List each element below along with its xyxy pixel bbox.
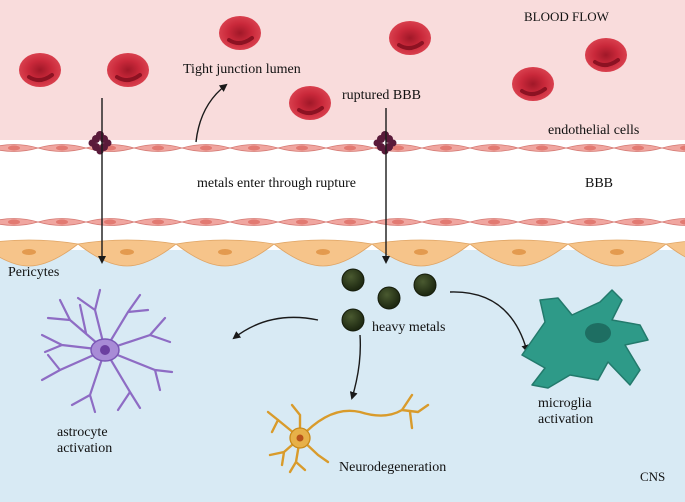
- pericyte-cell: [0, 239, 79, 267]
- endothelial-cell: [0, 218, 40, 226]
- endothelial-cell: [660, 218, 685, 226]
- red-blood-cell: [512, 67, 554, 101]
- heavy-metal-particles: [341, 268, 437, 332]
- pericyte-cell: [469, 239, 569, 267]
- endothelial-cell: [228, 218, 280, 226]
- red-blood-cell: [19, 53, 61, 87]
- endothelial-cell: [228, 144, 280, 152]
- endothelial-cell: [516, 218, 568, 226]
- arrow-to-astrocyte: [232, 316, 319, 340]
- microglia-cell: [521, 289, 649, 389]
- endothelial-cell: [132, 218, 184, 226]
- heavy-metal-particle: [377, 286, 401, 310]
- heavy-metal-particle: [341, 308, 365, 332]
- pericyte-cell: [567, 239, 667, 267]
- endothelial-cell: [180, 144, 232, 152]
- arrows: [98, 83, 530, 400]
- bbb-region: [0, 140, 685, 250]
- heavy-metal-particle: [413, 273, 437, 297]
- red-blood-cell: [389, 21, 431, 55]
- microglia-nucleus: [585, 323, 611, 343]
- metals-enter-label: metals enter through rupture: [197, 176, 357, 191]
- neurodegeneration-label: Neurodegeneration: [339, 460, 447, 475]
- microglia-activation-label: microglia activation: [538, 396, 594, 428]
- astrocyte-cell: [40, 288, 174, 414]
- cns-region: [0, 250, 685, 502]
- pericyte-cell: [175, 239, 275, 267]
- blood-flow-label: BLOOD FLOW: [524, 9, 609, 24]
- arrow-to-neuron: [349, 334, 361, 400]
- arrow-to-microglia: [449, 291, 530, 353]
- heavy-metal-particle: [341, 268, 365, 292]
- red-blood-cell: [289, 86, 331, 120]
- pericyte-cell: [273, 239, 373, 267]
- heavy-metals-label: heavy metals: [372, 320, 446, 335]
- arrow-tight-junction: [195, 83, 228, 143]
- red-blood-cell: [219, 16, 261, 50]
- endothelial-cell: [36, 144, 88, 152]
- pericytes-label: Pericytes: [8, 265, 60, 280]
- endothelial-cell: [660, 144, 685, 152]
- tight-junction-ruptured: [373, 131, 397, 155]
- endothelial-cell: [516, 144, 568, 152]
- endothelial-cell: [612, 218, 664, 226]
- bbb-label: BBB: [585, 176, 614, 191]
- endothelial-cell: [84, 218, 136, 226]
- tight-junction-label: Tight junction lumen: [183, 62, 301, 77]
- pericyte-cell: [371, 239, 471, 267]
- pericyte-cell: [665, 241, 685, 258]
- red-blood-cell: [107, 53, 149, 87]
- endothelial-cells-label: endothelial cells: [548, 123, 640, 138]
- endothelial-cell: [612, 144, 664, 152]
- cns-label: CNS: [640, 469, 666, 484]
- endothelial-cell: [276, 144, 328, 152]
- red-blood-cell: [585, 38, 627, 72]
- endothelial-cell: [180, 218, 232, 226]
- neuron-nucleus: [296, 434, 304, 442]
- endothelial-cell: [0, 144, 40, 152]
- astrocyte-activation-label: astrocyte activation: [57, 425, 113, 457]
- astrocyte-nucleus: [100, 345, 110, 355]
- endothelial-layer-bottom: [0, 218, 685, 226]
- ruptured-bbb-label: ruptured BBB: [342, 88, 421, 103]
- red-blood-cells: [19, 16, 627, 120]
